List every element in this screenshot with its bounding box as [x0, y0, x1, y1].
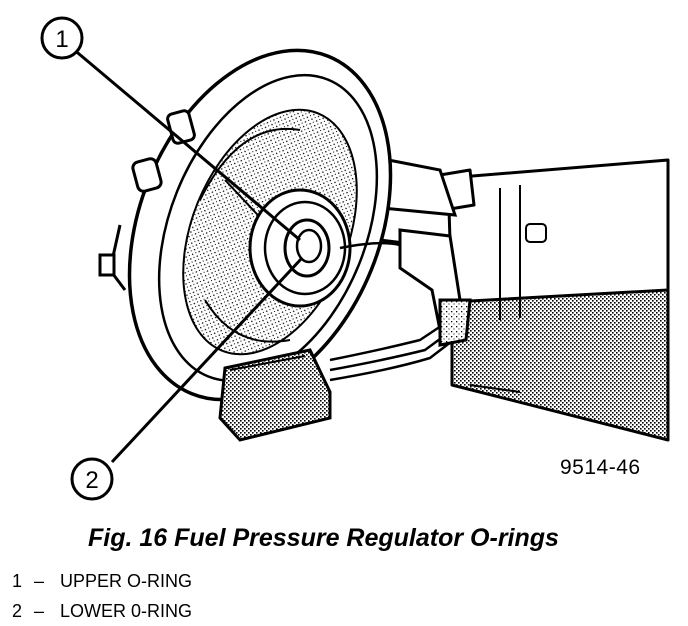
callout-1: 1 [40, 16, 84, 60]
electrical-connector-lower [218, 348, 332, 442]
legend-item: 2–LOWER 0-RING [12, 596, 192, 626]
fuel-pump-module-illustration: 1 2 [40, 16, 670, 501]
callout-2-number: 2 [85, 467, 98, 494]
figure-caption: Fig. 16 Fuel Pressure Regulator O-rings [88, 524, 559, 552]
pressure-regulator [248, 188, 352, 308]
legend: 1–UPPER O-RING 2–LOWER 0-RING [12, 566, 192, 626]
fuel-tube-assembly [438, 158, 670, 442]
electrical-connector-upper [398, 228, 472, 347]
callout-leaders [71, 46, 304, 464]
legend-number: 1 [12, 571, 23, 591]
legend-dash: – [34, 601, 45, 621]
legend-label: UPPER O-RING [60, 571, 193, 591]
legend-label: LOWER 0-RING [60, 601, 193, 621]
legend-dash: – [34, 571, 45, 591]
figure-id: 9514-46 [560, 456, 641, 479]
legend-number: 2 [12, 601, 23, 621]
legend-item: 1–UPPER O-RING [12, 566, 192, 596]
callout-2: 2 [70, 457, 114, 501]
callout-1-number: 1 [55, 26, 68, 53]
